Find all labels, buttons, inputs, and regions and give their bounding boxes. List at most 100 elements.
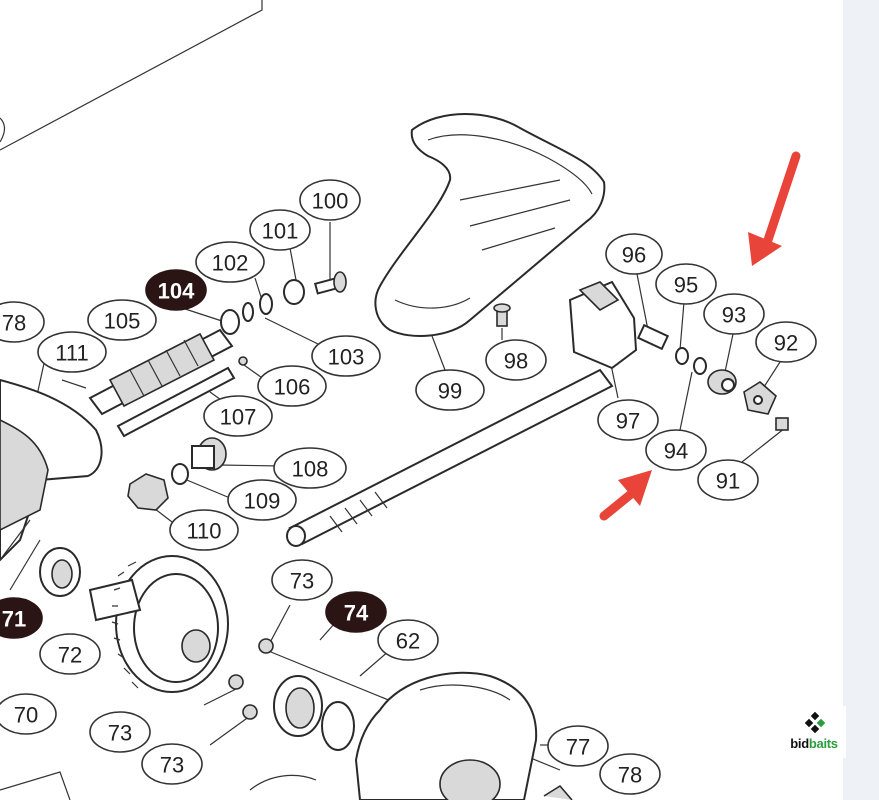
callout-111: 111 <box>37 331 107 373</box>
callout-99: 99 <box>415 369 485 411</box>
callout-bubble <box>141 743 203 785</box>
bidbaits-logo[interactable]: bidbaits <box>782 706 846 758</box>
callout-bubble <box>605 233 663 275</box>
callout-bubble <box>697 459 759 501</box>
box-outline <box>0 0 263 151</box>
part-number-label: 102 <box>212 251 249 276</box>
callout-bubble <box>271 559 333 601</box>
callout-105: 105 <box>87 299 157 341</box>
screws-73 <box>228 638 274 720</box>
callout-70: 70 <box>0 693 57 735</box>
callout-bubble <box>89 711 151 753</box>
callout-107: 107 <box>203 395 273 437</box>
part-number-label: 91 <box>716 469 740 494</box>
part-number-label: 78 <box>2 311 26 336</box>
callout-bubble <box>655 263 717 305</box>
callout-bubble <box>377 619 439 661</box>
callout-110: 110 <box>169 509 239 551</box>
callout-97: 97 <box>597 399 659 441</box>
callout-bubble <box>325 591 387 633</box>
part-number-label: 73 <box>290 569 314 594</box>
callout-108: 108 <box>273 447 347 489</box>
part-number-label: 94 <box>664 439 688 464</box>
part-number-label: 72 <box>58 643 82 668</box>
part-number-label: 100 <box>312 189 349 214</box>
callout-bubble <box>39 633 101 675</box>
side-plate-cover-edge <box>394 297 471 309</box>
callout-bubble <box>485 339 547 381</box>
logo-mark-icon <box>804 712 826 734</box>
part-number-label: 73 <box>160 753 184 778</box>
box-outline-edge <box>0 117 6 143</box>
part-number-label: 97 <box>616 409 640 434</box>
part-number-label: 110 <box>186 519 221 544</box>
bearings-74-62 <box>273 675 355 751</box>
callout-bubble <box>597 399 659 441</box>
worm-shaft-105 <box>88 328 234 416</box>
callout-95: 95 <box>655 263 717 305</box>
callout-94: 94 <box>645 429 707 471</box>
callout-109: 109 <box>227 479 297 521</box>
part-number-label: 77 <box>566 735 590 760</box>
diagram-canvas: 7811110510410210110010310610710810911099… <box>0 0 817 800</box>
callout-101: 101 <box>249 209 311 251</box>
frame-assembly <box>0 378 103 597</box>
part-number-label: 96 <box>622 243 646 268</box>
callout-104: 104 <box>145 269 207 311</box>
callout-bubble <box>311 335 381 377</box>
callout-92: 92 <box>755 321 817 363</box>
callout-bubble <box>547 725 609 767</box>
callout-bubble <box>195 241 265 283</box>
callout-100: 100 <box>299 179 361 221</box>
callout-bubble <box>0 301 45 343</box>
part-number-label: 92 <box>774 331 798 356</box>
side-plate-cover <box>374 113 606 337</box>
callout-96: 96 <box>605 233 663 275</box>
part-number-label: 70 <box>14 703 38 728</box>
part-number-label: 98 <box>504 349 528 374</box>
callout-73: 73 <box>89 711 151 753</box>
screws-100-103 <box>220 271 347 335</box>
side-plate-cover-rim <box>427 134 593 195</box>
box-fragment-bottom <box>0 771 71 800</box>
callout-72: 72 <box>39 633 101 675</box>
callout-71: 71 <box>0 597 43 639</box>
callout-77: 77 <box>547 725 609 767</box>
main-shaft-97 <box>286 280 638 547</box>
callout-bubble <box>203 395 273 437</box>
part-number-label: 73 <box>108 721 132 746</box>
callout-98: 98 <box>485 339 547 381</box>
callout-bubble <box>645 429 707 471</box>
small-hardware <box>636 323 789 431</box>
callout-78: 78 <box>599 753 661 795</box>
callout-bubble <box>0 597 43 639</box>
main-gear-72 <box>88 555 229 693</box>
callout-74: 74 <box>325 591 387 633</box>
callout-bubble <box>299 179 361 221</box>
callout-bubble <box>145 269 207 311</box>
callout-bubble <box>169 509 239 551</box>
callout-bubble <box>599 753 661 795</box>
callout-102: 102 <box>195 241 265 283</box>
right-panel <box>843 0 879 800</box>
side-plate-cover-detail <box>459 179 571 251</box>
part-number-label: 62 <box>396 629 420 654</box>
part-number-label: 104 <box>158 279 195 304</box>
pin-107 <box>116 356 248 438</box>
part-number-label: 105 <box>104 309 141 334</box>
part-number-label: 101 <box>262 219 299 244</box>
part-number-label: 111 <box>55 341 88 366</box>
part-number-label: 74 <box>344 601 369 626</box>
callout-bubble <box>703 293 765 335</box>
callout-78: 78 <box>0 301 45 343</box>
part-number-label: 107 <box>220 405 257 430</box>
callout-103: 103 <box>311 335 381 377</box>
callouts: 7811110510410210110010310610710810911099… <box>0 179 817 795</box>
part-number-label: 108 <box>292 457 329 482</box>
callout-73: 73 <box>271 559 333 601</box>
callout-bubble <box>249 209 311 251</box>
callout-93: 93 <box>703 293 765 335</box>
part-number-label: 109 <box>244 489 281 514</box>
part-number-label: 95 <box>674 273 698 298</box>
